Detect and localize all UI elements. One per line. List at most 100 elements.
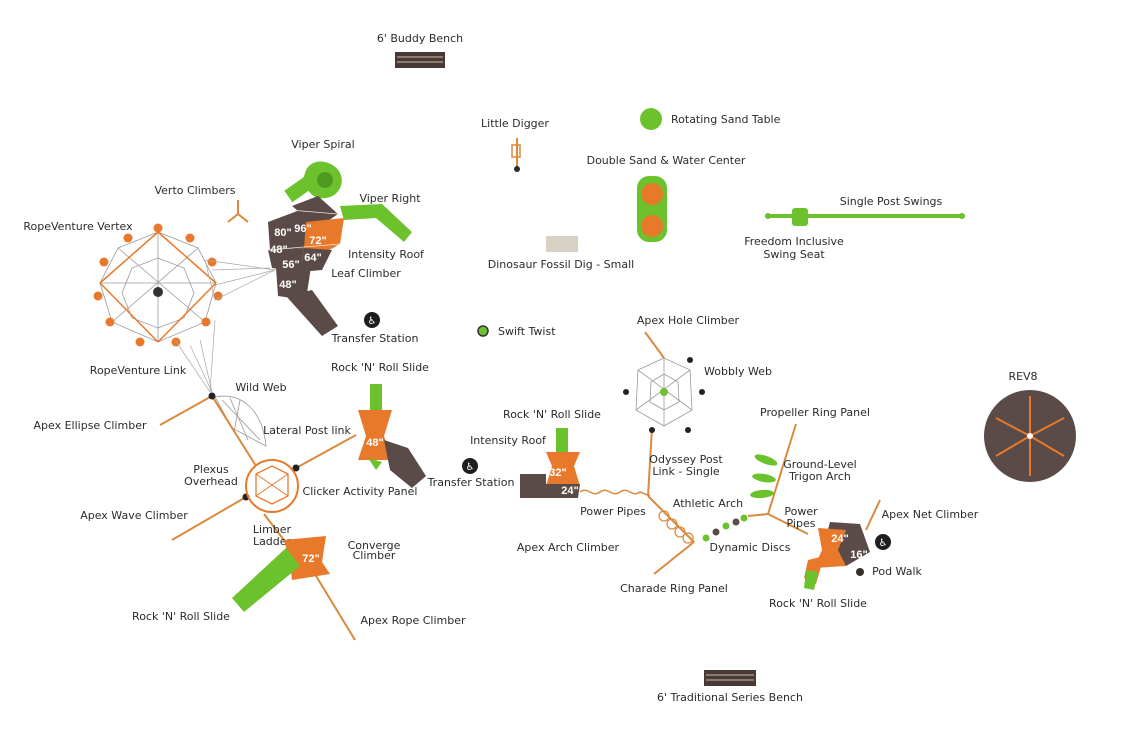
little-digger-label: Little Digger xyxy=(481,117,549,130)
swift-twist-label: Swift Twist xyxy=(498,325,556,338)
verto-climbers-label: Verto Climbers xyxy=(154,184,235,197)
clicker-panel-label: Clicker Activity Panel xyxy=(303,485,418,498)
dinosaur-fossil-dig xyxy=(546,236,578,252)
ropeventure-vertex xyxy=(99,231,217,343)
post-plexus-right xyxy=(292,464,300,472)
apex-net-climber-label: Apex Net Climber xyxy=(882,508,979,521)
odyssey-post-link xyxy=(644,331,881,575)
propeller-ring-panel-label: Propeller Ring Panel xyxy=(760,406,870,419)
rev8-spinner xyxy=(984,390,1076,482)
plexus-label-line2: Overhead xyxy=(184,475,238,488)
rock-roll-slide-c-label: Rock 'N' Roll Slide xyxy=(132,610,230,623)
traditional-series-bench xyxy=(704,670,756,686)
double-sand-water-center xyxy=(637,176,667,242)
ropeventure-vertex-posts xyxy=(93,223,223,347)
limber-ladder-label-line1: Limber xyxy=(253,523,292,536)
verto-climbers xyxy=(227,200,249,223)
single-post-swings xyxy=(765,208,965,226)
freedom-swing-label-line1: Freedom Inclusive xyxy=(744,235,844,248)
deck-height-24-right: 24" xyxy=(831,533,848,545)
athletic-arch xyxy=(658,510,694,544)
converge-climber-label-line2: Climber xyxy=(353,549,396,562)
power-pipes-a xyxy=(579,489,651,497)
viper-right-label: Viper Right xyxy=(359,192,421,205)
transfer-station-a-label: Transfer Station xyxy=(331,332,419,345)
viper-spiral xyxy=(284,161,342,203)
freedom-swing-label-line2: Swing Seat xyxy=(763,248,825,261)
trigon-arch-label-line2: Trigon Arch xyxy=(788,470,851,483)
power-pipes-b-label-line1: Power xyxy=(784,505,818,518)
svg-text:♿: ♿ xyxy=(879,538,888,549)
buddy-bench xyxy=(395,52,445,68)
deck-height-80: 80" xyxy=(274,227,291,239)
apex-wave-climber-label: Apex Wave Climber xyxy=(80,509,188,522)
power-pipes-b-label-line2: Pipes xyxy=(787,517,816,530)
leaf-climber-label: Leaf Climber xyxy=(331,267,401,280)
deck-height-24-mid: 24" xyxy=(561,485,578,497)
transfer-station-b-icon: ♿ xyxy=(462,458,478,474)
buddy-bench-label: 6' Buddy Bench xyxy=(377,32,463,45)
rotating-sand-table xyxy=(640,108,662,130)
odyssey-post-label-line1: Odyssey Post xyxy=(649,453,723,466)
viper-spiral-label: Viper Spiral xyxy=(291,138,354,151)
little-digger xyxy=(511,138,521,172)
viper-right-slide xyxy=(340,204,412,242)
charade-ring-panel-label: Charade Ring Panel xyxy=(620,582,728,595)
double-sand-water-label: Double Sand & Water Center xyxy=(587,154,746,167)
athletic-arch-label: Athletic Arch xyxy=(673,497,743,510)
rock-roll-slide-a xyxy=(358,384,426,488)
deck-height-48-upper: 48" xyxy=(366,437,383,449)
apex-arch-climber-label: Apex Arch Climber xyxy=(517,541,620,554)
deck-height-72-roof: 72" xyxy=(309,235,326,247)
rock-roll-slide-d-label: Rock 'N' Roll Slide xyxy=(769,597,867,610)
deck-height-64: 64" xyxy=(304,252,321,264)
swift-twist xyxy=(477,325,489,337)
transfer-station-c-icon: ♿ xyxy=(875,534,891,550)
deck-height-72-lower: 72" xyxy=(302,553,319,565)
dynamic-discs-label: Dynamic Discs xyxy=(709,541,790,554)
transfer-station-a-icon: ♿ xyxy=(364,312,380,328)
converge-tower xyxy=(232,536,330,612)
plexus-overhead xyxy=(245,459,299,513)
right-tower xyxy=(804,522,870,590)
post-wild-web xyxy=(208,392,216,400)
ground-level-trigon-arch xyxy=(750,454,778,499)
wobbly-web-posts xyxy=(623,357,705,433)
deck-height-48-top: 48" xyxy=(270,244,287,256)
deck-height-48-bottom: 48" xyxy=(279,279,296,291)
deck-height-32: 32" xyxy=(549,467,566,479)
rev8-label: REV8 xyxy=(1008,370,1037,383)
wild-web xyxy=(214,395,267,447)
intensity-roof-a-label: Intensity Roof xyxy=(348,248,425,261)
lateral-post-link-label: Lateral Post link xyxy=(263,424,351,437)
traditional-bench-label: 6' Traditional Series Bench xyxy=(657,691,803,704)
deck-height-96: 96" xyxy=(294,223,311,235)
rock-roll-slide-b-label: Rock 'N' Roll Slide xyxy=(503,408,601,421)
deck-height-56: 56" xyxy=(282,259,299,271)
dino-dig-label: Dinosaur Fossil Dig - Small xyxy=(488,258,634,271)
intensity-roof-b-label: Intensity Roof xyxy=(470,434,547,447)
deck-height-16: 16" xyxy=(850,549,867,561)
apex-hole-climber-label: Apex Hole Climber xyxy=(637,314,740,327)
svg-text:♿: ♿ xyxy=(368,316,377,327)
wild-web-label: Wild Web xyxy=(235,381,286,394)
apex-ellipse-climber-label: Apex Ellipse Climber xyxy=(34,419,147,432)
limber-ladder-label-line2: Ladder xyxy=(253,535,292,548)
ropeventure-link xyxy=(174,259,277,394)
middle-tower xyxy=(520,428,580,498)
rock-roll-slide-a-label: Rock 'N' Roll Slide xyxy=(331,361,429,374)
ropeventure-vertex-label: RopeVenture Vertex xyxy=(23,220,133,233)
dynamic-discs xyxy=(702,514,748,542)
wobbly-web xyxy=(635,357,693,427)
wobbly-web-label: Wobbly Web xyxy=(704,365,772,378)
apex-rope-climber-label: Apex Rope Climber xyxy=(361,614,466,627)
deck-cluster-a xyxy=(267,196,344,336)
odyssey-post-label-line2: Link - Single xyxy=(652,465,720,478)
svg-text:♿: ♿ xyxy=(466,462,475,473)
posts-and-links-left xyxy=(159,395,357,641)
single-post-swings-label: Single Post Swings xyxy=(840,195,943,208)
plexus-label-line1: Plexus xyxy=(193,463,229,476)
trigon-arch-label-line1: Ground-Level xyxy=(783,458,856,471)
transfer-station-b-label: Transfer Station xyxy=(427,476,515,489)
